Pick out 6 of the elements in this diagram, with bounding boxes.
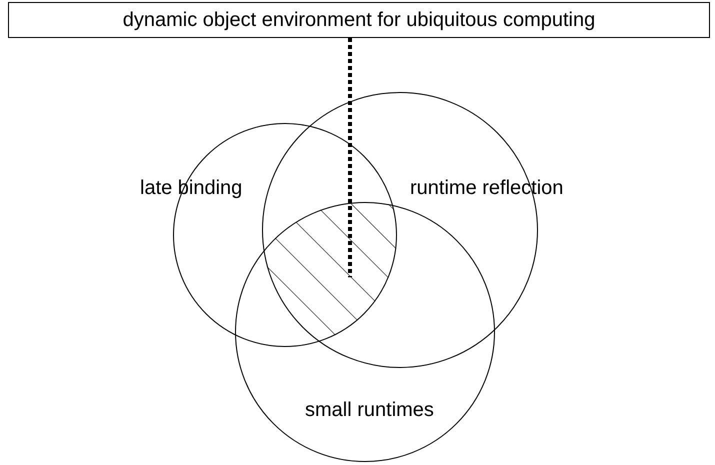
leader-line bbox=[348, 38, 352, 278]
title-box bbox=[8, 2, 710, 38]
venn-circle bbox=[173, 123, 397, 347]
circle-label: small runtimes bbox=[305, 398, 434, 422]
title-text: dynamic object environment for ubiquitous computing bbox=[122, 8, 596, 32]
venn-circle bbox=[235, 202, 495, 462]
